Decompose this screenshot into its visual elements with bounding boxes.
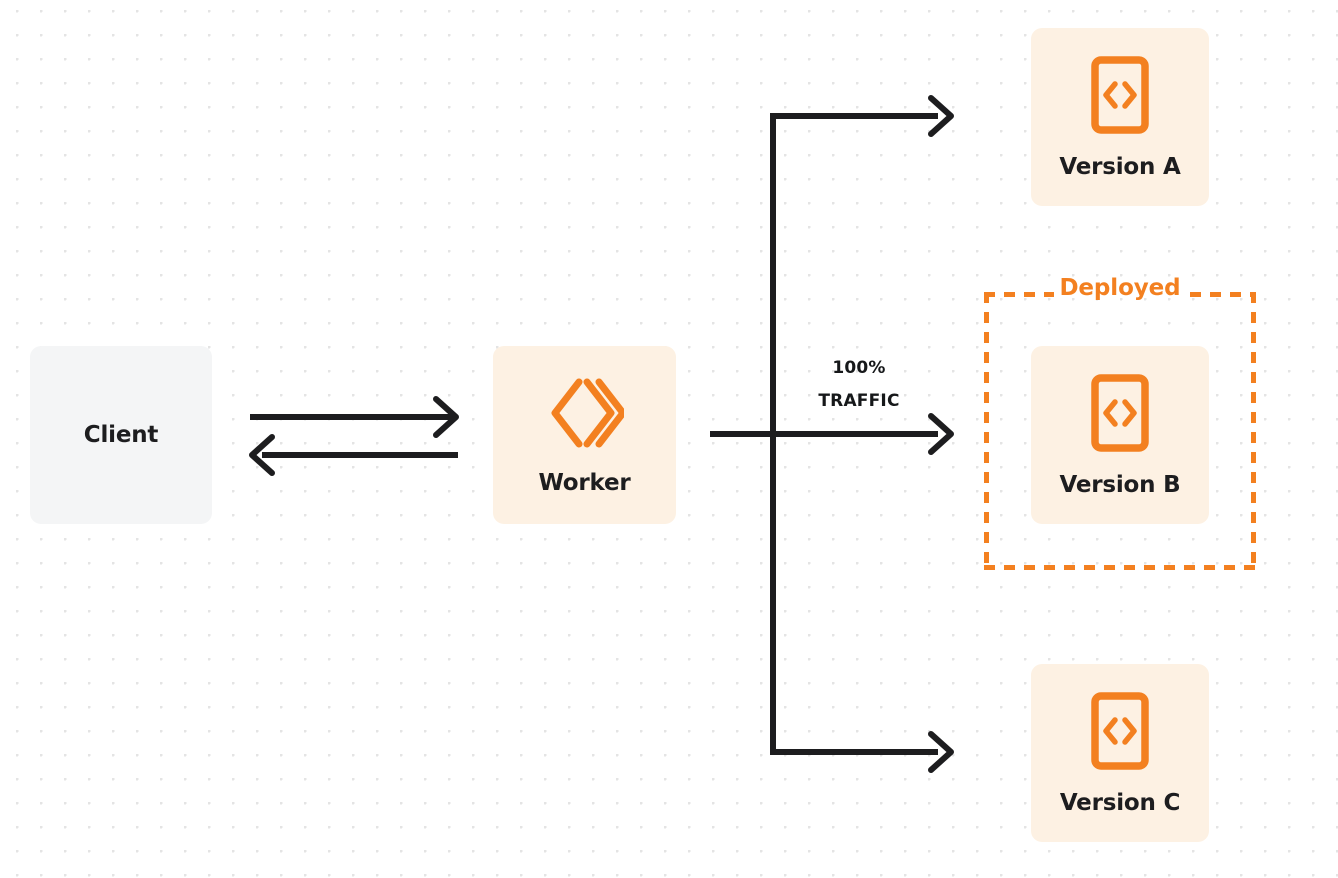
node-version-c-label: Version C bbox=[1059, 789, 1181, 816]
node-version-b[interactable]: Version B bbox=[1031, 346, 1209, 524]
node-worker-label: Worker bbox=[538, 469, 631, 496]
deployed-border-top-right-segment bbox=[1190, 292, 1256, 297]
node-version-a-label: Version A bbox=[1059, 153, 1181, 180]
arrow-client-to-worker bbox=[250, 396, 459, 438]
arrow-worker-to-client bbox=[249, 434, 458, 476]
code-file-icon bbox=[1091, 691, 1149, 774]
node-client[interactable]: Client bbox=[30, 346, 212, 524]
node-client-label: Client bbox=[83, 421, 159, 448]
node-worker[interactable]: Worker bbox=[493, 346, 676, 524]
deployed-group-border: Deployed bbox=[984, 277, 1256, 570]
deployed-border-left-segment bbox=[984, 292, 989, 570]
deployed-border-top-left-segment bbox=[984, 292, 1054, 297]
cloudflare-workers-logo-icon bbox=[546, 376, 626, 454]
deployed-badge-label: Deployed bbox=[1059, 275, 1181, 301]
node-version-b-label: Version B bbox=[1059, 471, 1181, 498]
node-version-c[interactable]: Version C bbox=[1031, 664, 1209, 842]
node-version-a[interactable]: Version A bbox=[1031, 28, 1209, 206]
arrow-branch-to-version-a bbox=[770, 95, 954, 137]
traffic-percent: 100% bbox=[832, 358, 886, 378]
traffic-share-label: 100% TRAFFIC bbox=[783, 352, 935, 418]
deployed-border-bottom-segment bbox=[984, 565, 1256, 570]
code-file-icon bbox=[1091, 373, 1149, 456]
deployed-border-right-segment bbox=[1251, 292, 1256, 570]
arrow-branch-to-version-c bbox=[770, 731, 954, 773]
code-file-icon bbox=[1091, 55, 1149, 138]
arrow-branch-to-version-b bbox=[710, 413, 954, 455]
traffic-word: TRAFFIC bbox=[818, 391, 900, 412]
